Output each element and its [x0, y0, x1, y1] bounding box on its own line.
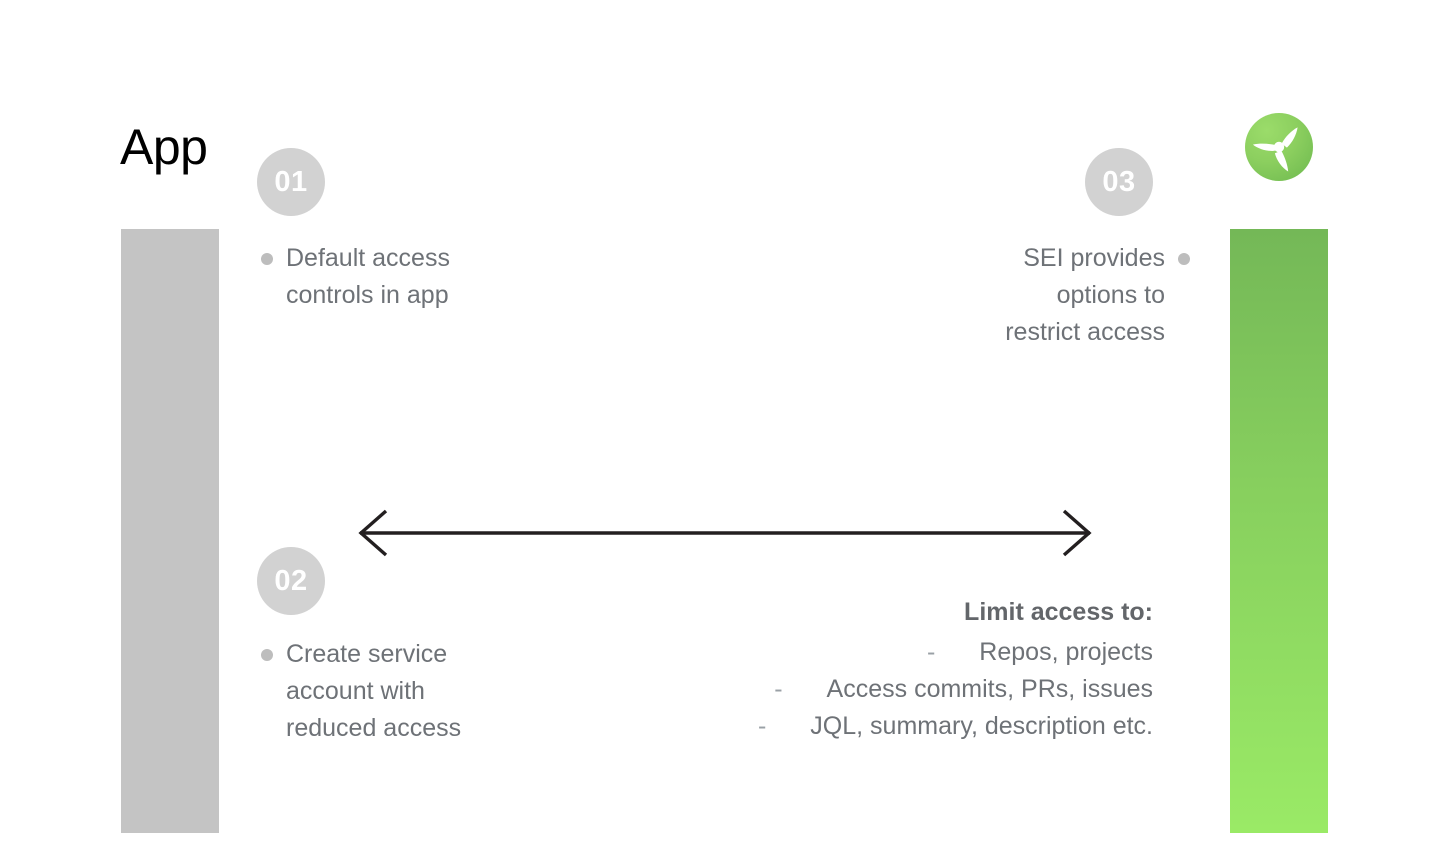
- double-headed-arrow: [350, 505, 1100, 561]
- limit-access-block: Limit access to: - Repos, projects - Acc…: [620, 594, 1153, 745]
- step-02-line-3: reduced access: [286, 714, 462, 742]
- page-title: App: [120, 119, 208, 175]
- step-number-02: 02: [257, 547, 325, 615]
- limit-access-title: Limit access to:: [964, 598, 1153, 626]
- step-01-line-1: Default access: [286, 244, 450, 272]
- step-03-line-3: restrict access: [1005, 318, 1165, 346]
- limit-access-item: - JQL, summary, description etc.: [620, 708, 1153, 745]
- bullet-icon: [261, 253, 273, 265]
- limit-access-item-text: Repos, projects: [979, 638, 1153, 666]
- step-02-line-2: account with: [286, 677, 425, 705]
- right-green-bar: [1230, 229, 1328, 833]
- step-number-03: 03: [1085, 148, 1153, 216]
- step-03-line-2: options to: [1056, 281, 1165, 309]
- step-text-03: SEI provides options to restrict access: [860, 240, 1190, 351]
- limit-access-item: - Repos, projects: [620, 634, 1153, 671]
- dash-marker: -: [926, 638, 936, 666]
- limit-access-item-text: JQL, summary, description etc.: [810, 712, 1153, 740]
- dash-marker: -: [757, 712, 767, 740]
- limit-access-item: - Access commits, PRs, issues: [620, 671, 1153, 708]
- step-03-line-1: SEI provides: [1023, 244, 1165, 272]
- step-number-01: 01: [257, 148, 325, 216]
- step-02-line-1: Create service: [286, 640, 448, 668]
- step-text-01: Default access controls in app: [261, 240, 561, 314]
- step-text-02: Create service account with reduced acce…: [261, 636, 561, 747]
- harness-sei-propeller-logo: [1245, 113, 1313, 181]
- bullet-icon: [261, 649, 273, 661]
- bullet-icon: [1178, 253, 1190, 265]
- dash-marker: -: [774, 675, 783, 703]
- left-grey-bar: [121, 229, 219, 833]
- limit-access-item-text: Access commits, PRs, issues: [826, 675, 1153, 703]
- step-01-line-2: controls in app: [286, 281, 449, 309]
